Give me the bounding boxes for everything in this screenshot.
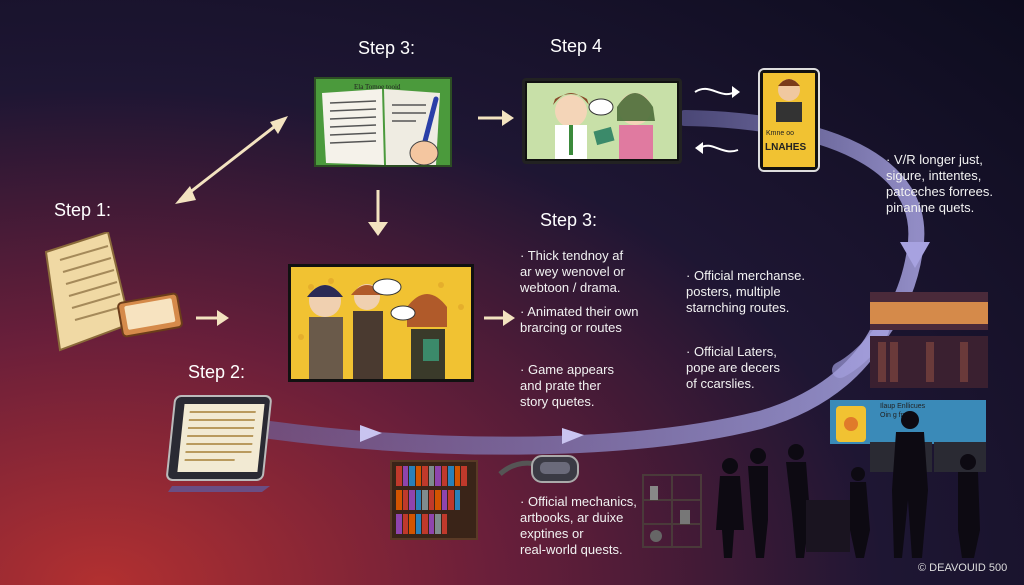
step-3-mid-label: Step 3: bbox=[540, 210, 598, 230]
animation-tablet-panel bbox=[522, 78, 682, 164]
double-arrow-step1-step3 bbox=[179, 118, 284, 202]
flow-curve-bottom bbox=[261, 321, 889, 455]
middle-text-block-2: · Animated their own brarcing or routes bbox=[520, 304, 639, 335]
manuscript-header: Ela Tomoe tooid bbox=[354, 83, 401, 91]
step-3-top-label: Step 3: bbox=[358, 38, 416, 58]
manuscript-panel: Ela Tomoe tooid bbox=[314, 77, 452, 167]
phone-card: Kmne oo LNAHES bbox=[758, 68, 820, 172]
step-2-label: Step 2: bbox=[188, 362, 246, 382]
right-text-block-2: · Official Laters, pope are decers of cc… bbox=[686, 344, 780, 391]
phone-card-line2: LNAHES bbox=[765, 142, 807, 153]
vr-headset-icon bbox=[496, 450, 582, 490]
right-text-block-1: · Official merchanse. posters, multiple … bbox=[686, 268, 805, 315]
phone-card-line1: Kmne oo bbox=[766, 130, 795, 137]
comic-panel bbox=[288, 264, 474, 382]
open-book-illustration bbox=[38, 232, 188, 360]
step-4-label: Step 4 bbox=[550, 36, 603, 56]
middle-text-block-1: · Thick tendnoy af ar wey wenovel or web… bbox=[520, 248, 625, 295]
watermark: © DEAVOUID 500 bbox=[918, 562, 1008, 574]
bookshelf-illustration bbox=[390, 460, 478, 540]
far-right-text-block: · V/R longer just, sigure, inttentes, pa… bbox=[886, 152, 993, 215]
step-1-label: Step 1: bbox=[54, 200, 112, 220]
middle-text-block-3: · Game appears and prate ther story quet… bbox=[520, 362, 614, 409]
small-shelf bbox=[642, 474, 702, 548]
store-scene bbox=[830, 292, 990, 562]
flow-arrowhead-bottom bbox=[360, 425, 382, 442]
tablet-illustration bbox=[162, 390, 280, 494]
flow-arrowhead-bottom-2 bbox=[562, 428, 584, 444]
bottom-text-block: · Official mechanics, artbooks, ar duixe… bbox=[520, 494, 637, 557]
store-sign: Ilaup Enllicues Oin g fmuk bbox=[880, 403, 926, 419]
flow-arrowhead-right bbox=[900, 242, 930, 268]
